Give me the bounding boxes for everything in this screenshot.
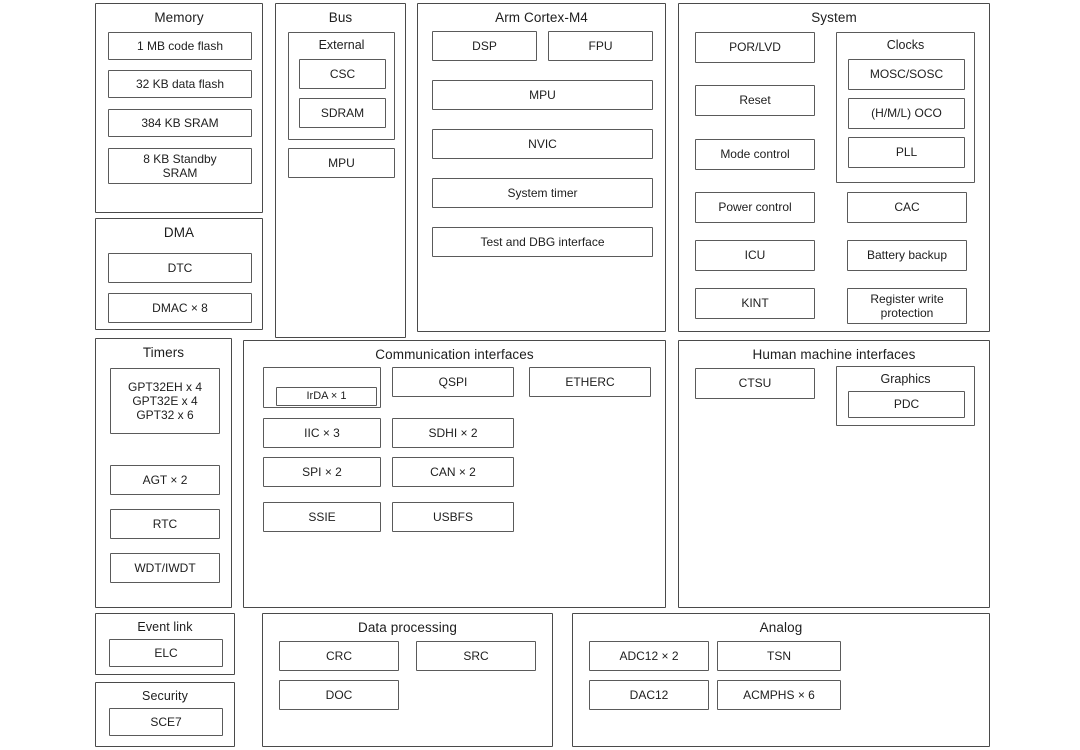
block-qspi[interactable]: QSPI (392, 367, 514, 397)
block-src[interactable]: SRC (416, 641, 536, 671)
block-adc12[interactable]: ADC12 × 2 (589, 641, 709, 671)
block-irda[interactable]: IrDA × 1 (276, 387, 377, 406)
block-gpt32-family[interactable]: GPT32EH x 4 GPT32E x 4 GPT32 x 6 (110, 368, 220, 434)
group-security: Security SCE7 (95, 682, 235, 747)
block-dmac[interactable]: DMAC × 8 (108, 293, 252, 323)
group-dma-title: DMA (163, 225, 195, 240)
group-cortex-title: Arm Cortex-M4 (495, 10, 588, 25)
group-communication-title: Communication interfaces (375, 347, 534, 362)
block-csc[interactable]: CSC (299, 59, 386, 89)
group-event-link-title: Event link (137, 620, 193, 634)
block-cac[interactable]: CAC (847, 192, 967, 223)
block-fpu[interactable]: FPU (548, 31, 653, 61)
block-hml-oco[interactable]: (H/M/L) OCO (848, 98, 965, 129)
block-mosc-sosc[interactable]: MOSC/SOSC (848, 59, 965, 90)
block-register-write-protection[interactable]: Register write protection (847, 288, 967, 324)
group-data-processing-title: Data processing (357, 620, 458, 635)
block-dsp[interactable]: DSP (432, 31, 537, 61)
block-ctsu[interactable]: CTSU (695, 368, 815, 399)
block-wdt-iwdt[interactable]: WDT/IWDT (110, 553, 220, 583)
group-event-link: Event link ELC (95, 613, 235, 675)
block-ssie[interactable]: SSIE (263, 502, 381, 532)
block-reset[interactable]: Reset (695, 85, 815, 116)
block-iic[interactable]: IIC × 3 (263, 418, 381, 448)
block-code-flash[interactable]: 1 MB code flash (108, 32, 252, 60)
block-tsn[interactable]: TSN (717, 641, 841, 671)
block-sce7[interactable]: SCE7 (109, 708, 223, 736)
group-hmi-title: Human machine interfaces (752, 347, 916, 362)
block-can[interactable]: CAN × 2 (392, 457, 514, 487)
block-battery-backup[interactable]: Battery backup (847, 240, 967, 271)
block-etherc[interactable]: ETHERC (529, 367, 651, 397)
subgroup-clocks: Clocks MOSC/SOSC (H/M/L) OCO PLL (836, 32, 975, 183)
block-power-control[interactable]: Power control (695, 192, 815, 223)
subgroup-external-title: External (318, 38, 365, 52)
group-analog-title: Analog (759, 620, 803, 635)
group-system-title: System (811, 10, 857, 25)
block-por-lvd[interactable]: POR/LVD (695, 32, 815, 63)
block-nvic[interactable]: NVIC (432, 129, 653, 159)
block-kint[interactable]: KINT (695, 288, 815, 319)
group-analog: Analog ADC12 × 2 DAC12 TSN ACMPHS × 6 (572, 613, 990, 747)
group-arm-cortex-m4: Arm Cortex-M4 DSP FPU MPU NVIC System ti… (417, 3, 666, 332)
group-data-processing: Data processing CRC DOC SRC (262, 613, 553, 747)
block-agt[interactable]: AGT × 2 (110, 465, 220, 495)
group-bus: Bus External CSC SDRAM MPU (275, 3, 406, 338)
block-pdc[interactable]: PDC (848, 391, 965, 418)
block-usbfs[interactable]: USBFS (392, 502, 514, 532)
group-system: System POR/LVD Reset Mode control Power … (678, 3, 990, 332)
group-security-title: Security (142, 689, 188, 703)
group-human-machine-interfaces: Human machine interfaces CTSU Graphics P… (678, 340, 990, 608)
block-pll[interactable]: PLL (848, 137, 965, 168)
block-cortex-mpu[interactable]: MPU (432, 80, 653, 110)
subgroup-graphics: Graphics PDC (836, 366, 975, 426)
group-memory: Memory 1 MB code flash 32 KB data flash … (95, 3, 263, 213)
group-timers: Timers GPT32EH x 4 GPT32E x 4 GPT32 x 6 … (95, 338, 232, 608)
block-acmphs[interactable]: ACMPHS × 6 (717, 680, 841, 710)
block-bus-mpu[interactable]: MPU (288, 148, 395, 178)
subgroup-external: External CSC SDRAM (288, 32, 395, 140)
group-dma: DMA DTC DMAC × 8 (95, 218, 263, 330)
block-system-timer[interactable]: System timer (432, 178, 653, 208)
group-bus-title: Bus (328, 10, 353, 25)
block-crc[interactable]: CRC (279, 641, 399, 671)
block-icu[interactable]: ICU (695, 240, 815, 271)
block-doc[interactable]: DOC (279, 680, 399, 710)
block-test-dbg-interface[interactable]: Test and DBG interface (432, 227, 653, 257)
subgroup-graphics-title: Graphics (880, 372, 931, 386)
block-rtc[interactable]: RTC (110, 509, 220, 539)
subgroup-clocks-title: Clocks (886, 38, 925, 52)
block-sdhi[interactable]: SDHI × 2 (392, 418, 514, 448)
block-spi[interactable]: SPI × 2 (263, 457, 381, 487)
block-dac12[interactable]: DAC12 (589, 680, 709, 710)
block-mode-control[interactable]: Mode control (695, 139, 815, 170)
group-memory-title: Memory (154, 10, 204, 25)
block-sci[interactable]: SCI × 10 IrDA × 1 (263, 367, 381, 408)
block-dtc[interactable]: DTC (108, 253, 252, 283)
block-sdram[interactable]: SDRAM (299, 98, 386, 128)
block-elc[interactable]: ELC (109, 639, 223, 667)
block-standby-sram[interactable]: 8 KB Standby SRAM (108, 148, 252, 184)
block-sram[interactable]: 384 KB SRAM (108, 109, 252, 137)
group-communication-interfaces: Communication interfaces SCI × 10 IrDA ×… (243, 340, 666, 608)
group-timers-title: Timers (142, 345, 185, 360)
block-data-flash[interactable]: 32 KB data flash (108, 70, 252, 98)
